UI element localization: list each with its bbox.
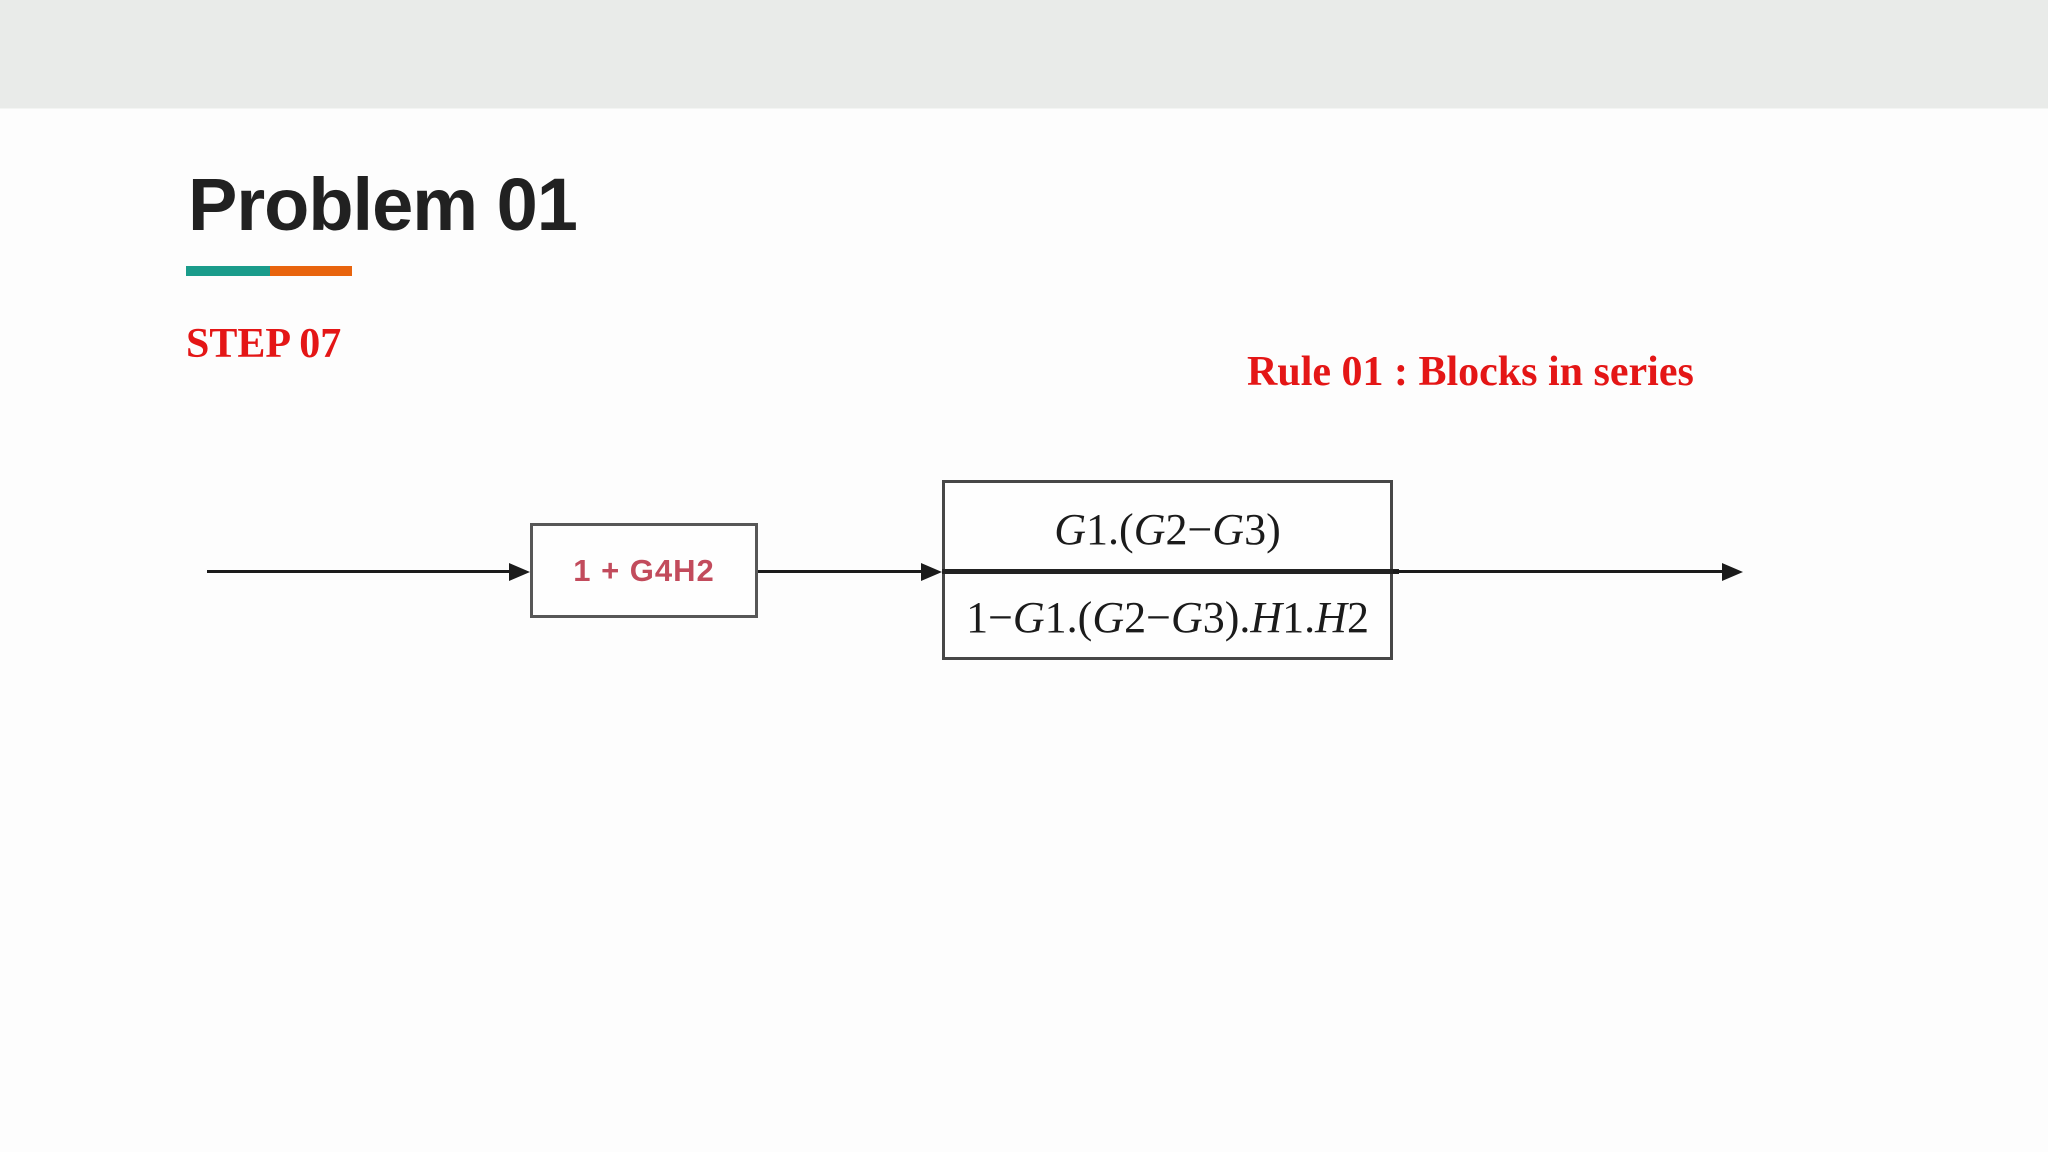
page-title: Problem 01 (188, 163, 578, 246)
title-underline (186, 266, 352, 276)
middle-arrowhead-icon (921, 563, 942, 581)
input-arrow-line (207, 570, 512, 573)
slide-top-band (0, 0, 2048, 109)
underline-teal-segment (186, 266, 270, 276)
step-label: STEP 07 (186, 321, 342, 367)
rule-label: Rule 01 : Blocks in series (1247, 349, 1694, 395)
middle-arrow-line (758, 570, 922, 573)
output-arrow-line (1393, 570, 1723, 573)
underline-orange-segment (270, 266, 352, 276)
output-arrowhead-icon (1722, 563, 1743, 581)
gain-block-label: 1 + G4H2 (573, 552, 715, 588)
input-arrowhead-icon (509, 563, 530, 581)
fraction-bar (942, 569, 1399, 574)
gain-block: 1 + G4H2 (530, 523, 758, 618)
